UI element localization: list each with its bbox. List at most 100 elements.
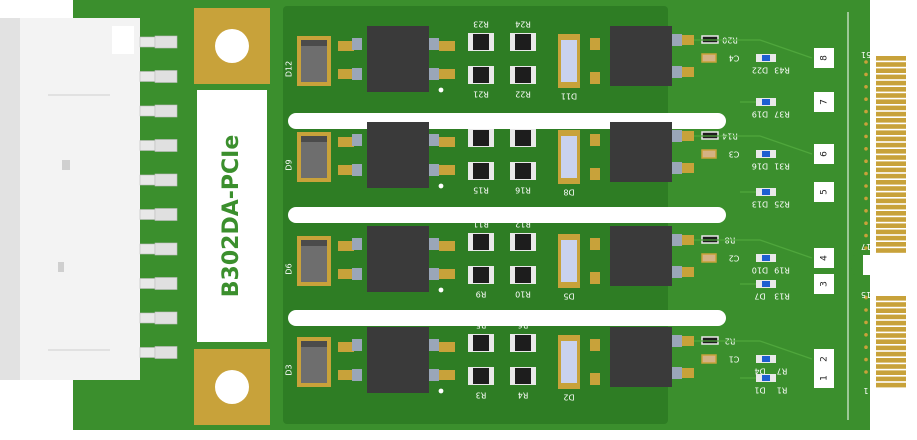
edge-label-51: 51 — [861, 50, 871, 59]
diode-label: D5 — [563, 292, 574, 301]
mosfet-tab — [352, 134, 362, 146]
mosfet-tab — [672, 335, 682, 347]
mosfet-2 — [610, 26, 672, 86]
tvs-label: D9 — [285, 159, 294, 170]
resistor-label: R23 — [473, 20, 489, 29]
led-label: D13 — [752, 200, 768, 209]
smd-resistor — [468, 129, 494, 147]
output-number-box — [814, 274, 834, 294]
mosfet-2 — [610, 327, 672, 387]
gold-finger — [876, 333, 906, 338]
resistor-label: R15 — [473, 186, 489, 195]
gold-finger — [876, 56, 906, 61]
connector-pin-pad — [154, 104, 178, 118]
gold-finger — [876, 248, 906, 253]
solder-pad — [338, 241, 354, 251]
connector-pin — [139, 243, 156, 255]
connector-pin-pad — [154, 208, 178, 221]
mosfet-tab — [672, 34, 682, 46]
connector-mark — [58, 262, 64, 272]
via — [864, 308, 868, 312]
via — [864, 333, 868, 337]
connector-pin — [139, 347, 156, 358]
led-lens — [762, 255, 770, 261]
mosfet-tab — [672, 234, 682, 246]
resistor-label: R5 — [476, 321, 487, 330]
solder-pad — [439, 165, 455, 175]
connector-pin — [139, 209, 156, 220]
solder-pad — [590, 38, 600, 50]
smd-resistor — [468, 162, 494, 180]
via — [864, 109, 868, 114]
output-number-box — [814, 92, 834, 112]
diode — [561, 136, 577, 178]
via — [864, 209, 868, 213]
tvs-diode — [297, 36, 331, 86]
diode-label: D11 — [561, 92, 577, 101]
resistor-label: R17 — [473, 116, 489, 125]
resistor-label: R24 — [515, 20, 531, 29]
output-number: 5 — [820, 189, 830, 195]
led-lens — [762, 151, 770, 157]
trace — [694, 135, 813, 155]
gold-finger — [876, 93, 906, 98]
pin1-dot — [438, 287, 444, 293]
resistor-label: R19 — [774, 266, 790, 275]
mosfet-tab — [352, 68, 362, 80]
gold-finger — [876, 173, 906, 179]
via — [864, 85, 868, 89]
capacitor-label: C4 — [729, 54, 740, 63]
connector-pin — [139, 174, 156, 186]
gold-finger — [876, 211, 906, 216]
resistor-label: R25 — [774, 200, 790, 209]
via — [864, 184, 868, 188]
via — [864, 196, 868, 201]
via — [864, 295, 868, 300]
led-lens — [762, 99, 770, 105]
mosfet-tab — [352, 38, 362, 50]
gold-finger — [876, 382, 906, 388]
capacitor — [701, 53, 717, 63]
tvs-diode — [297, 337, 331, 387]
diode — [561, 40, 577, 82]
gold-finger — [876, 161, 906, 166]
mosfet-2 — [610, 226, 672, 286]
output-5: D13 R25 5 — [740, 182, 834, 209]
led-label: D19 — [752, 110, 768, 119]
output-number-box — [814, 48, 834, 68]
gold-finger — [876, 74, 906, 80]
solder-pad — [682, 35, 694, 45]
mosfet-tab — [429, 68, 439, 80]
pin1-dot — [438, 183, 444, 189]
led-label: D10 — [752, 266, 768, 275]
connector-pin-pad — [154, 346, 178, 359]
gold-finger — [876, 136, 906, 142]
wire-connector — [0, 18, 178, 380]
isolation-slot — [288, 207, 726, 223]
smd-resistor — [468, 334, 494, 352]
edge-label-17: 17 — [861, 242, 871, 251]
output-number: 2 — [820, 356, 830, 362]
gold-finger — [876, 192, 906, 197]
gold-finger — [876, 370, 906, 375]
gold-finger — [876, 229, 906, 235]
resistor-label: R31 — [774, 162, 790, 171]
smd-resistor — [468, 233, 494, 251]
pin1-dot — [438, 388, 444, 394]
gold-finger — [876, 364, 906, 369]
gold-finger — [876, 376, 906, 382]
solder-pad — [590, 238, 600, 250]
tvs-diode — [297, 236, 331, 286]
gold-finger — [876, 308, 906, 313]
gold-finger — [876, 167, 906, 173]
smd-resistor — [468, 66, 494, 84]
mosfet-tab — [672, 130, 682, 142]
via — [864, 246, 868, 250]
connector-pin — [139, 140, 156, 151]
smd-resistor — [510, 334, 536, 352]
led-lens — [762, 356, 770, 362]
smd-resistor — [510, 129, 536, 147]
solder-pad — [590, 339, 600, 351]
